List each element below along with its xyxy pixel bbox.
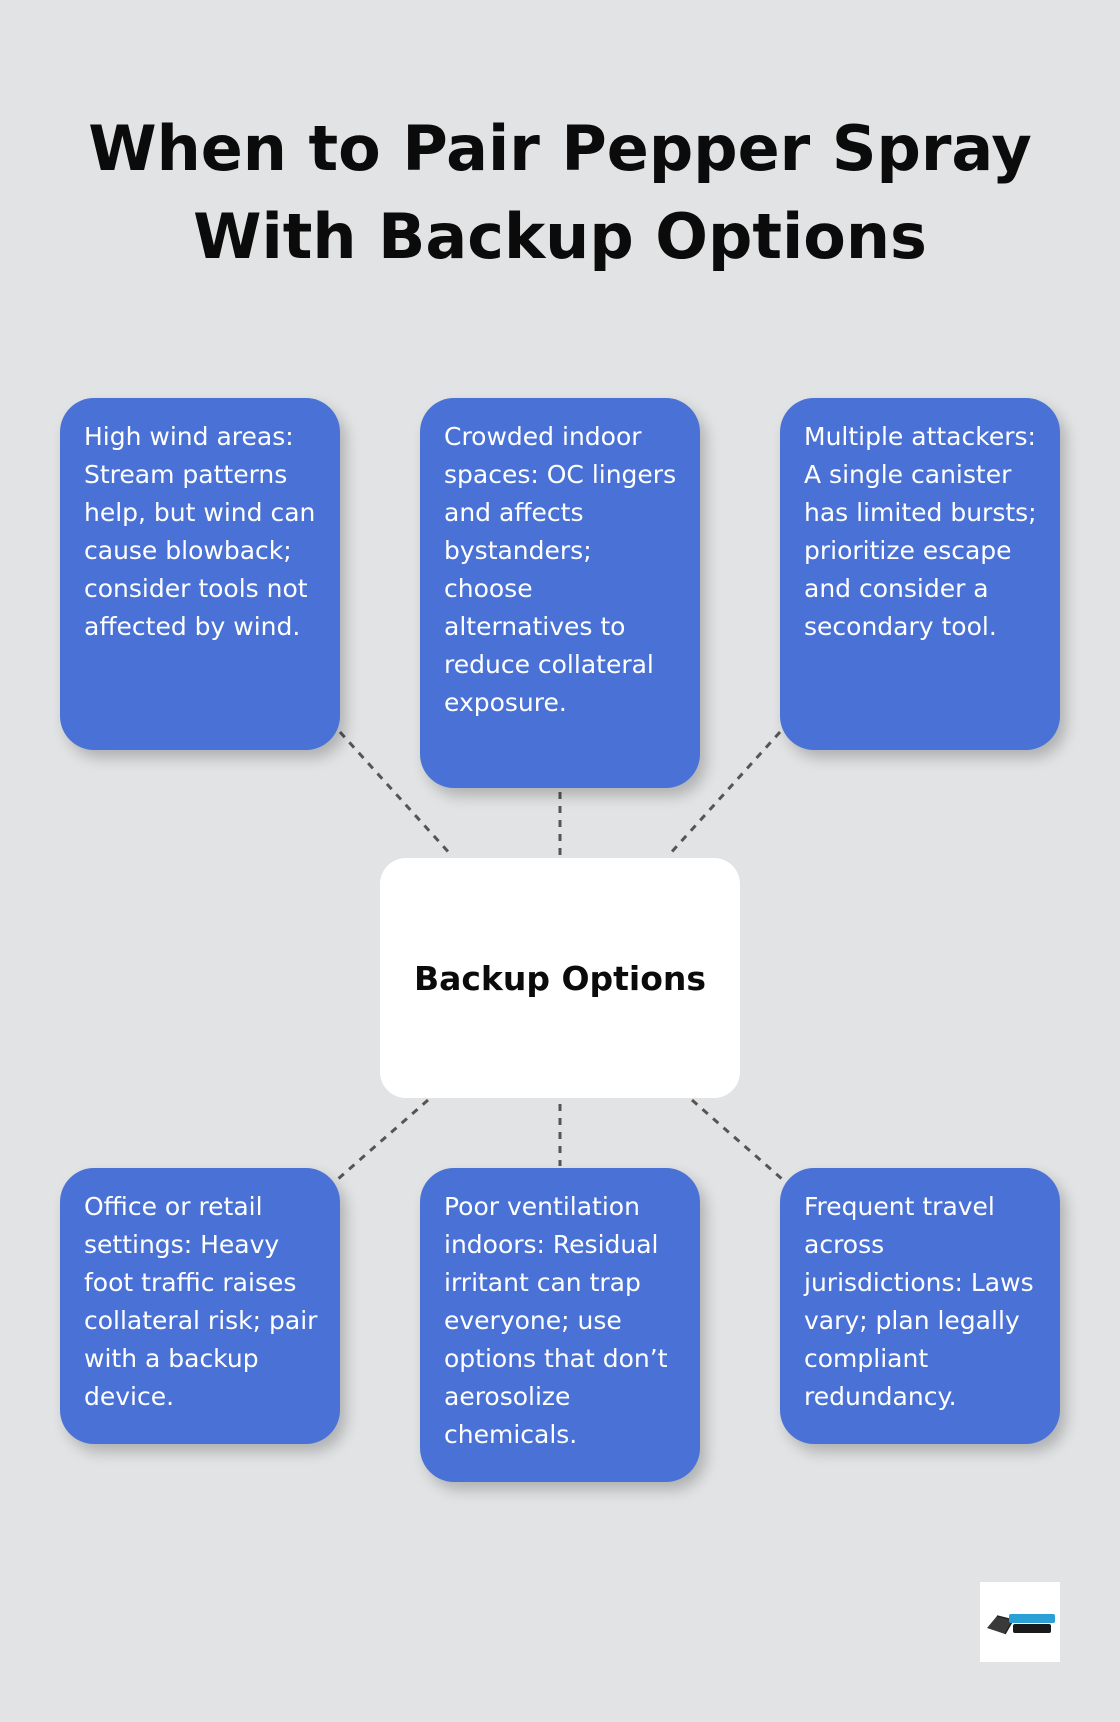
scenario-box-poor-ventilation: Poor ventilation indoors: Residual irrit… [420, 1168, 700, 1482]
connector-bottom-right [691, 1098, 791, 1188]
scenario-box-multiple-attackers: Multiple attackers: A single canister ha… [780, 398, 1060, 750]
center-label: Backup Options [413, 958, 707, 998]
scenario-box-office-retail: Office or retail settings: Heavy foot tr… [60, 1168, 340, 1444]
connector-bottom-left [329, 1098, 429, 1188]
page-title: When to Pair Pepper Spray With Backup Op… [60, 105, 1060, 281]
brand-logo [980, 1582, 1060, 1662]
title-line-1: When to Pair Pepper Spray [88, 112, 1032, 185]
center-node: Backup Options [380, 858, 740, 1098]
title-line-2: With Backup Options [193, 200, 927, 273]
pillow-logo-icon [987, 1614, 1055, 1635]
scenario-box-frequent-travel: Frequent travel across jurisdictions: La… [780, 1168, 1060, 1444]
scenario-box-high-wind: High wind areas: Stream patterns help, b… [60, 398, 340, 750]
scenario-box-crowded-indoor: Crowded indoor spaces: OC lingers and af… [420, 398, 700, 788]
